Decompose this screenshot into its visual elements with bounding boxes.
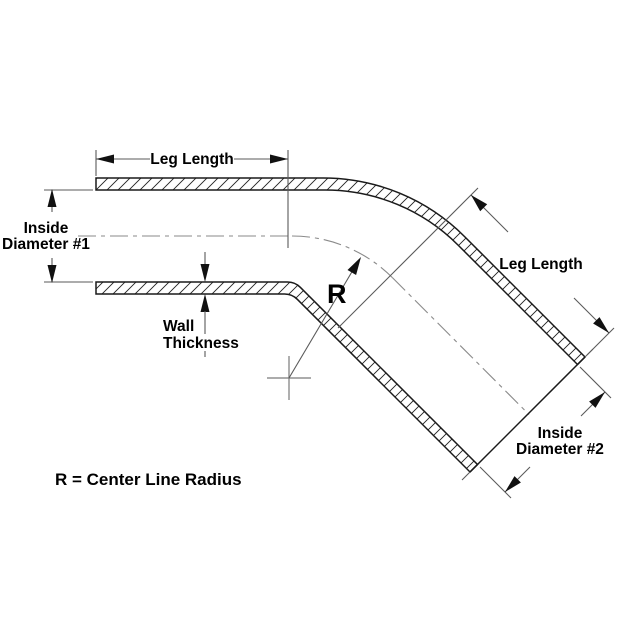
inside-diameter-2-label-line2: Diameter #2 <box>516 441 604 458</box>
inside-diameter-2-label-line1: Inside <box>538 425 583 442</box>
legend-center-line-radius: R = Center Line Radius <box>55 470 242 489</box>
arrowhead-down <box>200 264 210 282</box>
inside-diameter-1-label-line1: Inside <box>24 220 69 237</box>
inner-wall <box>95 281 479 474</box>
right-leg-length-label: Leg Length <box>499 256 583 273</box>
dimension-inside-diameter-1: Inside Diameter #1 <box>2 189 93 283</box>
extension-line-bend <box>337 187 479 329</box>
arrowhead-lower <box>505 476 521 492</box>
dimension-top-leg-length: Leg Length <box>95 150 289 248</box>
callout-wall-thickness: Wall Thickness <box>163 252 239 357</box>
arrowhead-up <box>200 294 210 312</box>
wall-thickness-label-line2: Thickness <box>163 335 239 352</box>
end-face-overshoot-inner <box>461 471 471 481</box>
extension-line-end <box>586 327 615 356</box>
arrowhead-left <box>96 154 114 164</box>
radius-symbol-label: R <box>327 279 347 309</box>
extension-line-outer <box>579 366 612 399</box>
arrowhead-up <box>47 189 57 207</box>
dimension-right-leg-length: Leg Length <box>337 187 615 356</box>
arrowhead-right <box>270 154 288 164</box>
arrowhead-upper <box>589 392 605 408</box>
wall-thickness-label-line1: Wall <box>163 318 194 335</box>
elbow-tube <box>95 177 594 481</box>
radius-line <box>288 269 354 379</box>
arrowhead-upper <box>471 195 488 212</box>
arrowhead-down <box>47 265 57 283</box>
callout-radius: R <box>267 257 361 400</box>
arrowhead-radius <box>347 257 361 275</box>
tube-end-face <box>469 356 586 473</box>
center-lines <box>78 235 530 415</box>
arrowhead-lower <box>593 317 609 333</box>
centerline-angled <box>392 277 530 415</box>
dimension-inside-diameter-2: Inside Diameter #2 <box>479 366 612 499</box>
extension-line-inner <box>479 466 512 499</box>
top-leg-length-label: Leg Length <box>150 151 234 168</box>
centerline-bend-arc <box>291 235 393 278</box>
inside-diameter-1-label-line2: Diameter #1 <box>2 236 90 253</box>
